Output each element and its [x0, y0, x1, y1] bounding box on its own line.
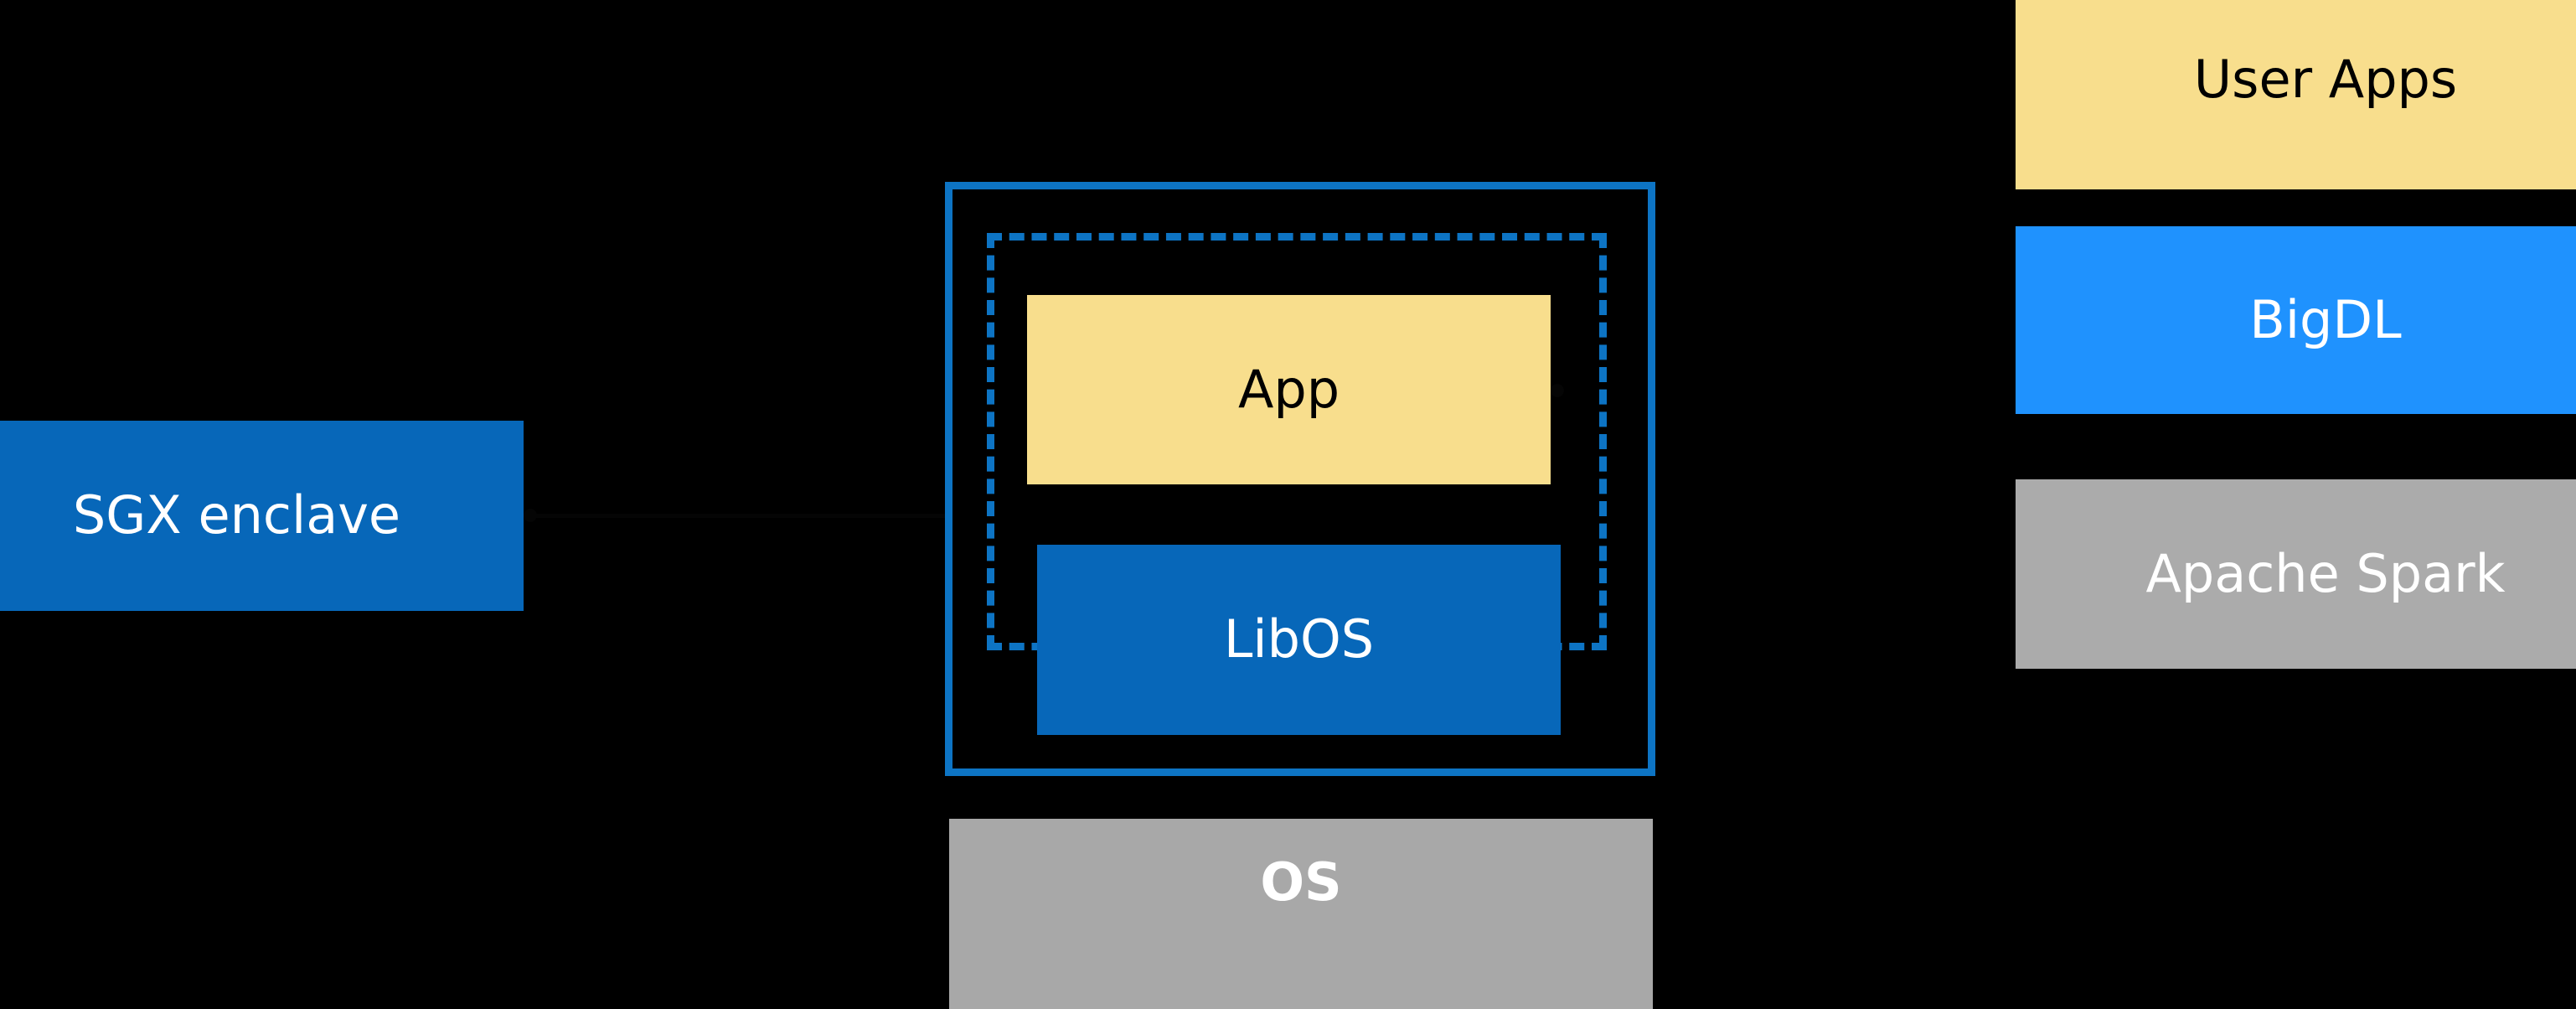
apache-spark-label: Apache Spark — [2145, 542, 2506, 604]
app-label: App — [1237, 358, 1340, 420]
user-apps-label: User Apps — [2193, 48, 2458, 110]
sgx-enclave-connector-line — [530, 514, 945, 518]
libos-label: LibOS — [1223, 608, 1375, 670]
app-connector-dot — [1551, 384, 1564, 397]
sgx-enclave-label: SGX enclave — [72, 484, 401, 546]
user-apps-box[interactable]: User Apps — [2016, 0, 2576, 189]
os-box[interactable]: OS — [949, 819, 1653, 1009]
libos-box[interactable]: LibOS — [1037, 545, 1561, 735]
apache-spark-box[interactable]: Apache Spark — [2016, 479, 2576, 669]
bigdl-label: BigDL — [2249, 288, 2402, 350]
sgx-enclave-box[interactable]: SGX enclave — [0, 421, 524, 611]
enclave-outer-boundary — [945, 182, 1655, 776]
bigdl-box[interactable]: BigDL — [2016, 226, 2576, 414]
os-label: OS — [1260, 851, 1342, 913]
app-box[interactable]: App — [1027, 295, 1551, 484]
